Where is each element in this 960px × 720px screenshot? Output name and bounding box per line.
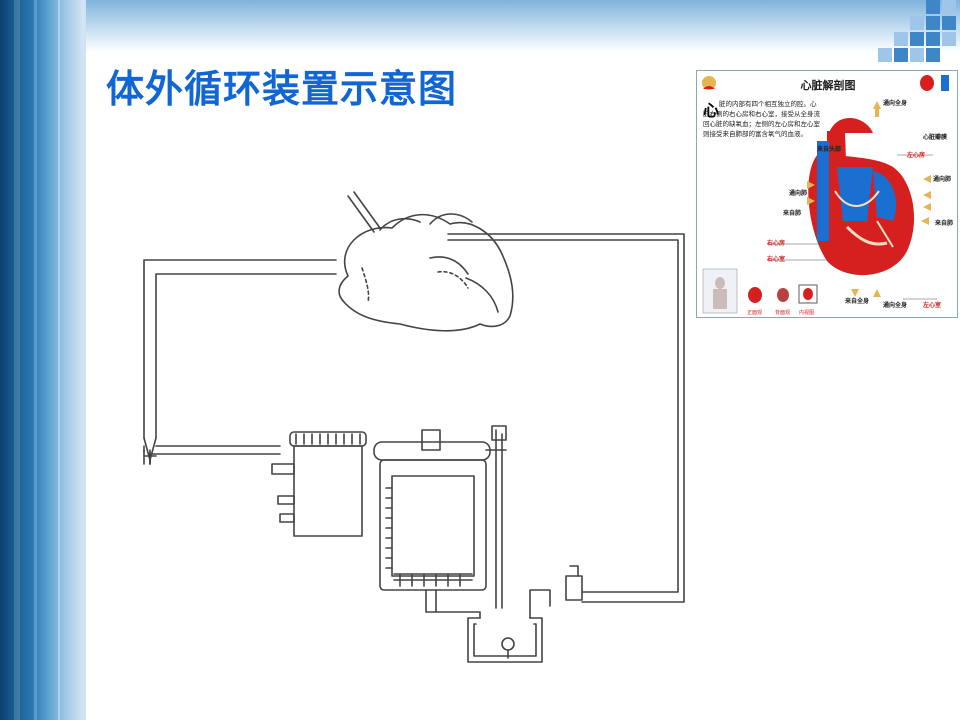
oxygenator-side-pipe: [485, 429, 507, 609]
label-left-ventricle: 左心室: [923, 302, 942, 309]
label-to-body-bottom: 通向全身: [883, 302, 908, 309]
side-valve: [491, 425, 507, 441]
heart-anatomy-inset: 心脏解剖图 心 脏的内部有四个相互独立的腔。心脏右侧的右心房和右心室，接受从全身…: [696, 70, 958, 318]
oxygenator-lid: [373, 441, 491, 461]
return-line-b: [529, 589, 551, 619]
pump-u-tube: [467, 617, 543, 663]
heart-detail-1: [429, 256, 469, 275]
extracorporeal-circuit-diagram: [143, 191, 685, 663]
oxygenator-scale: [385, 487, 393, 569]
inset-header-icons: [702, 75, 949, 91]
filter-port-2: [277, 495, 295, 505]
label-to-body-top: 通向全身: [883, 100, 908, 107]
heart-vessel-mid: [429, 213, 473, 225]
label-from-head: 来自头部: [817, 146, 842, 153]
inset-description: 脏的内部有四个相互独立的腔。心脏右侧的右心房和右心室，接受从全身流回心脏的缺氧血…: [703, 100, 820, 138]
side-gradient-band: [0, 0, 86, 720]
thumb-caption-inside: 内视图: [799, 310, 815, 316]
label-right-atrium: 右心房: [767, 240, 786, 247]
label-right-ventricle: 右心室: [767, 256, 786, 263]
pump-roller: [501, 637, 515, 651]
oxygenator-body: [379, 459, 487, 591]
heart-detail-4: [361, 267, 370, 303]
label-from-body-bottom: 来自全身: [845, 298, 870, 305]
label-to-lung-left: 通向肺: [789, 190, 808, 197]
tube-to-filter: [143, 449, 151, 465]
oxygenator-outlet: [425, 589, 437, 613]
venous-line-upper: [143, 259, 337, 439]
venous-line-upper-inner: [155, 273, 337, 439]
top-gradient-band: [86, 0, 960, 52]
arterial-line-inner: [447, 233, 685, 603]
thumb-caption-front: 正面观: [747, 310, 763, 316]
thumb-caption-back: 背面观: [775, 310, 791, 316]
filter-cap-lines: [295, 433, 361, 445]
label-valve: 心脏瓣膜: [923, 134, 948, 141]
pump-u-tube-inner: [473, 623, 537, 657]
arterial-line-outer: [447, 239, 679, 593]
label-left-atrium: 左心房: [907, 152, 926, 159]
pressure-valve-top: [569, 565, 579, 577]
page-title: 体外循环装置示意图: [106, 67, 458, 111]
heart-detail-3: [437, 270, 469, 289]
label-from-lung-left: 来自肺: [783, 210, 802, 217]
oxygenator-inner: [391, 475, 475, 577]
horizontal-tube-to-filter: [149, 445, 281, 455]
pressure-valve: [565, 575, 583, 601]
heart-outline: [338, 213, 514, 332]
return-line-a: [435, 611, 481, 619]
heart-anatomy-illustration: [702, 101, 937, 314]
heart-vessel-top: [379, 217, 421, 231]
inset-dropcap: 心: [703, 101, 720, 120]
label-to-lung-right: 通向肺: [933, 176, 952, 183]
oxygenator-grid: [393, 573, 473, 587]
label-from-lung-right: 来自肺: [935, 220, 954, 227]
heart-detail-2: [465, 277, 499, 313]
filter-port-3: [279, 513, 295, 523]
filter-body: [293, 445, 363, 537]
decorative-squares: [860, 0, 960, 80]
cannula-top: [347, 191, 381, 233]
oxygenator-neck: [421, 429, 441, 451]
inset-title: 心脏解剖图: [800, 79, 856, 92]
filter-port-1: [271, 463, 295, 475]
